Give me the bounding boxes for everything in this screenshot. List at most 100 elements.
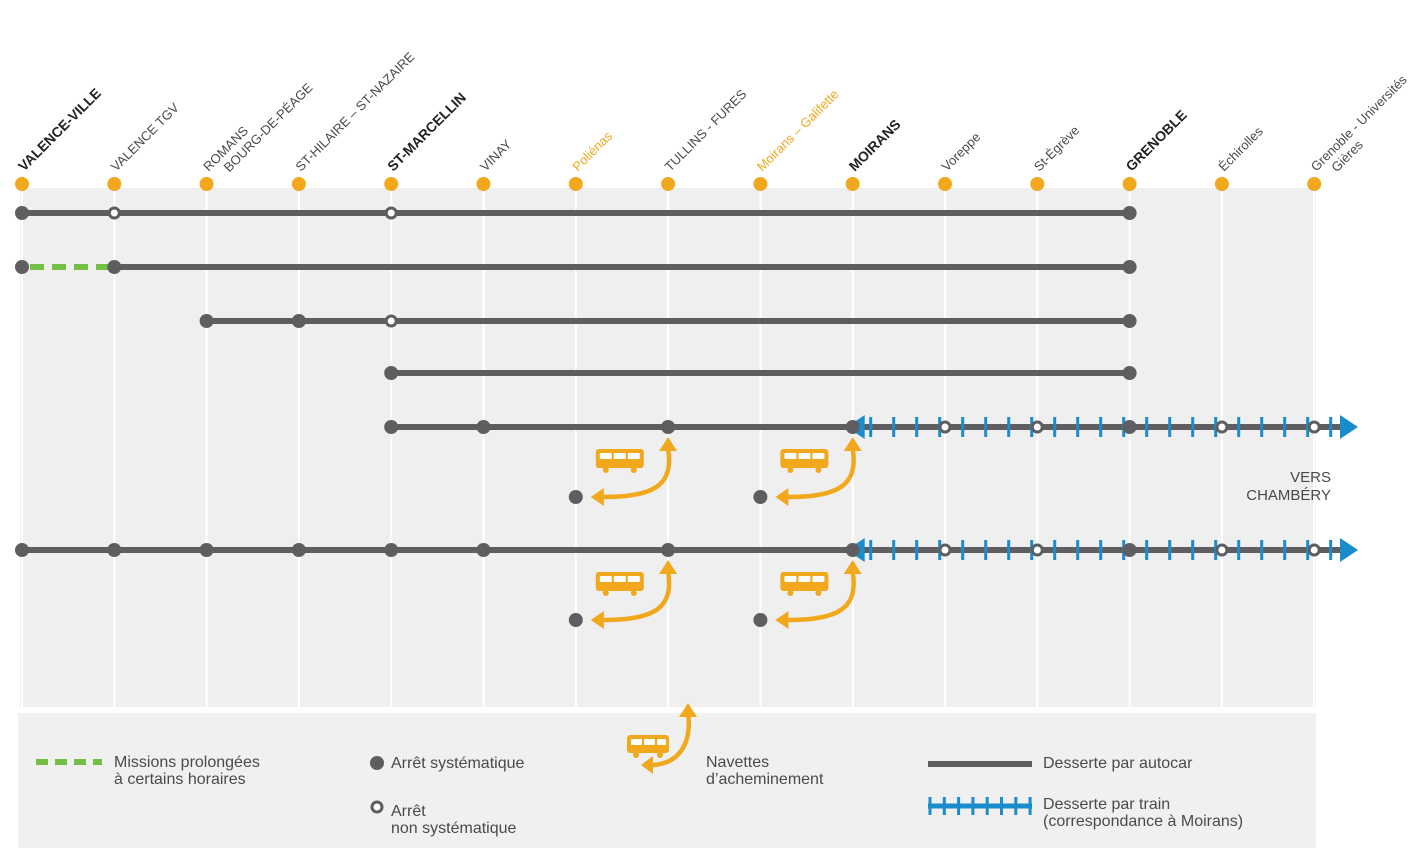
- bus-icon: [595, 572, 644, 596]
- shuttle-connection: [568, 560, 678, 629]
- shuttle-arrow-up: [843, 437, 862, 451]
- stop-systematic: [1122, 366, 1137, 380]
- stop-systematic: [384, 543, 399, 557]
- station-marker: [1307, 177, 1322, 191]
- stop-systematic: [384, 366, 399, 380]
- station-label: Échirolles: [1215, 123, 1266, 174]
- stop-non-systematic: [1030, 543, 1044, 557]
- station-marker: [1030, 177, 1045, 191]
- shuttle-arrow-up: [659, 437, 678, 451]
- stop-systematic: [15, 543, 29, 557]
- stop-non-systematic: [1307, 420, 1321, 434]
- shuttle-stop: [753, 613, 768, 627]
- shuttle-arrow-left: [590, 488, 604, 506]
- station-marker: [661, 177, 676, 191]
- stop-non-systematic: [384, 314, 398, 328]
- stop-systematic: [384, 420, 399, 434]
- shuttle-bus-icon: [627, 703, 697, 774]
- bus-icon: [780, 449, 829, 473]
- stop-systematic: [845, 420, 860, 434]
- stop-systematic: [107, 260, 122, 274]
- shuttle-arrow-up: [843, 560, 862, 574]
- station-label: St-Égrève: [1031, 123, 1082, 174]
- station-marker: [476, 177, 491, 191]
- service-line: [384, 415, 1358, 506]
- stop-non-systematic: [938, 420, 952, 434]
- shuttle-arrow-left: [590, 611, 604, 629]
- stop-non-systematic: [938, 543, 952, 557]
- station-label: Moirans – Galifette: [754, 86, 842, 174]
- legend-missions-label: Missions prolongées à certains horaires: [114, 754, 260, 788]
- shuttle-connection: [568, 437, 678, 506]
- stop-systematic: [1122, 543, 1137, 557]
- bus-line-icon: [928, 761, 1032, 767]
- legend-navettes-label: Navettes d’acheminement: [706, 754, 824, 788]
- hollow-stop-icon: [370, 800, 384, 814]
- service-line: [15, 260, 1137, 274]
- legend-autocar-label: Desserte par autocar: [1043, 755, 1193, 772]
- legend-arret-systematique-label: Arrêt systématique: [391, 755, 525, 772]
- stop-systematic: [1122, 314, 1137, 328]
- stop-systematic: [15, 260, 29, 274]
- stop-non-systematic: [107, 206, 121, 220]
- station-label: Voreppe: [939, 129, 984, 174]
- station-marker: [384, 177, 399, 191]
- shuttle-arrow-left: [775, 611, 789, 629]
- station-label: VALENCE TGV: [108, 100, 182, 174]
- stop-systematic: [845, 543, 860, 557]
- stop-systematic: [661, 420, 676, 434]
- stop-systematic: [15, 206, 29, 220]
- station-marker: [845, 177, 860, 191]
- station-label: MOIRANS: [846, 116, 904, 174]
- legend: Missions prolongées à certains horaires …: [18, 703, 1316, 848]
- shuttle-arrow-up: [659, 560, 678, 574]
- station-marker: [568, 177, 583, 191]
- train-line-icon: [928, 797, 1032, 815]
- legend-arret-non-systematique-label: Arrêt non systématique: [391, 803, 517, 837]
- stop-systematic: [199, 314, 214, 328]
- station-marker: [1214, 177, 1229, 191]
- shuttle-connection: [753, 560, 862, 629]
- station-label: Poliénas: [569, 128, 615, 174]
- stop-non-systematic: [1215, 420, 1229, 434]
- bus-icon: [780, 572, 829, 596]
- stop-systematic: [1122, 260, 1137, 274]
- bus-icon: [595, 449, 644, 473]
- station-marker: [15, 177, 29, 191]
- service-line: [199, 314, 1137, 328]
- stop-non-systematic: [1307, 543, 1321, 557]
- shuttle-arrow-left: [775, 488, 789, 506]
- station-label: VALENCE-VILLE: [15, 85, 104, 174]
- shuttle-stop: [568, 613, 583, 627]
- stop-systematic: [199, 543, 214, 557]
- service-lines: [15, 206, 1358, 629]
- stop-systematic: [291, 543, 306, 557]
- stop-systematic: [661, 543, 676, 557]
- station-label: TULLINS - FURES: [662, 86, 750, 174]
- station-marker: [107, 177, 122, 191]
- train-arrow-right: [1340, 538, 1358, 562]
- stop-systematic: [1122, 420, 1137, 434]
- service-line: [15, 206, 1137, 220]
- train-arrow-right: [1340, 415, 1358, 439]
- stop-systematic: [1122, 206, 1137, 220]
- station-label: Grenoble - UniversitésGières: [1308, 72, 1421, 185]
- station-marker: [291, 177, 306, 191]
- legend-train-label: Desserte par train (correspondance à Moi…: [1043, 796, 1244, 830]
- stop-systematic: [476, 543, 491, 557]
- service-line: [15, 538, 1358, 629]
- shuttle-connection: [753, 437, 862, 506]
- stop-systematic: [291, 314, 306, 328]
- filled-stop-icon: [370, 756, 384, 770]
- station-marker: [753, 177, 768, 191]
- shuttle-stop: [568, 490, 583, 504]
- shuttle-stop: [753, 490, 768, 504]
- station-label: ST-MARCELLIN: [384, 89, 469, 174]
- service-line: [384, 366, 1137, 380]
- stop-systematic: [476, 420, 491, 434]
- station-marker: [199, 177, 214, 191]
- stop-non-systematic: [1215, 543, 1229, 557]
